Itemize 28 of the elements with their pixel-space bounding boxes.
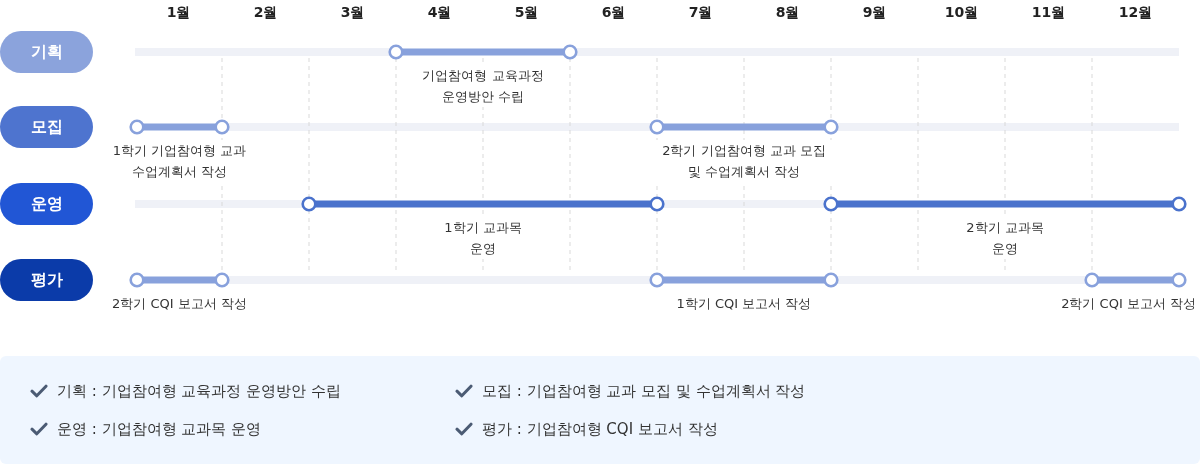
legend-text: 평가 : 기업참여형 CQI 보고서 작성 bbox=[482, 419, 718, 440]
month-label: 11월 bbox=[1031, 3, 1066, 21]
timeline-bar bbox=[823, 196, 1187, 212]
timeline-bar bbox=[388, 44, 578, 60]
month-label: 5월 bbox=[514, 3, 539, 21]
phase-pill: 기획 bbox=[0, 31, 93, 73]
month-label: 8월 bbox=[775, 3, 800, 21]
timeline-bar bbox=[1084, 272, 1187, 288]
phase-pill: 운영 bbox=[0, 183, 93, 225]
legend-text: 기획 : 기업참여형 교육과정 운영방안 수립 bbox=[57, 381, 341, 402]
month-label: 1월 bbox=[166, 3, 191, 21]
timeline-bar bbox=[649, 272, 839, 288]
month-label: 10월 bbox=[944, 3, 979, 21]
timeline-bar bbox=[129, 272, 230, 288]
month-label: 4월 bbox=[427, 3, 452, 21]
month-label: 3월 bbox=[340, 3, 365, 21]
phase-pill: 평가 bbox=[0, 259, 93, 301]
month-label: 9월 bbox=[862, 3, 887, 21]
month-label: 12월 bbox=[1118, 3, 1153, 21]
phase-pill: 모집 bbox=[0, 106, 93, 148]
month-label: 2월 bbox=[253, 3, 278, 21]
month-label: 7월 bbox=[688, 3, 713, 21]
timeline-bar bbox=[129, 119, 230, 135]
timeline-bar bbox=[301, 196, 665, 212]
legend-text: 모집 : 기업참여형 교과 모집 및 수업계획서 작성 bbox=[482, 381, 806, 402]
month-label: 6월 bbox=[601, 3, 626, 21]
legend-text: 운영 : 기업참여형 교과목 운영 bbox=[57, 419, 262, 440]
timeline-bar bbox=[649, 119, 839, 135]
